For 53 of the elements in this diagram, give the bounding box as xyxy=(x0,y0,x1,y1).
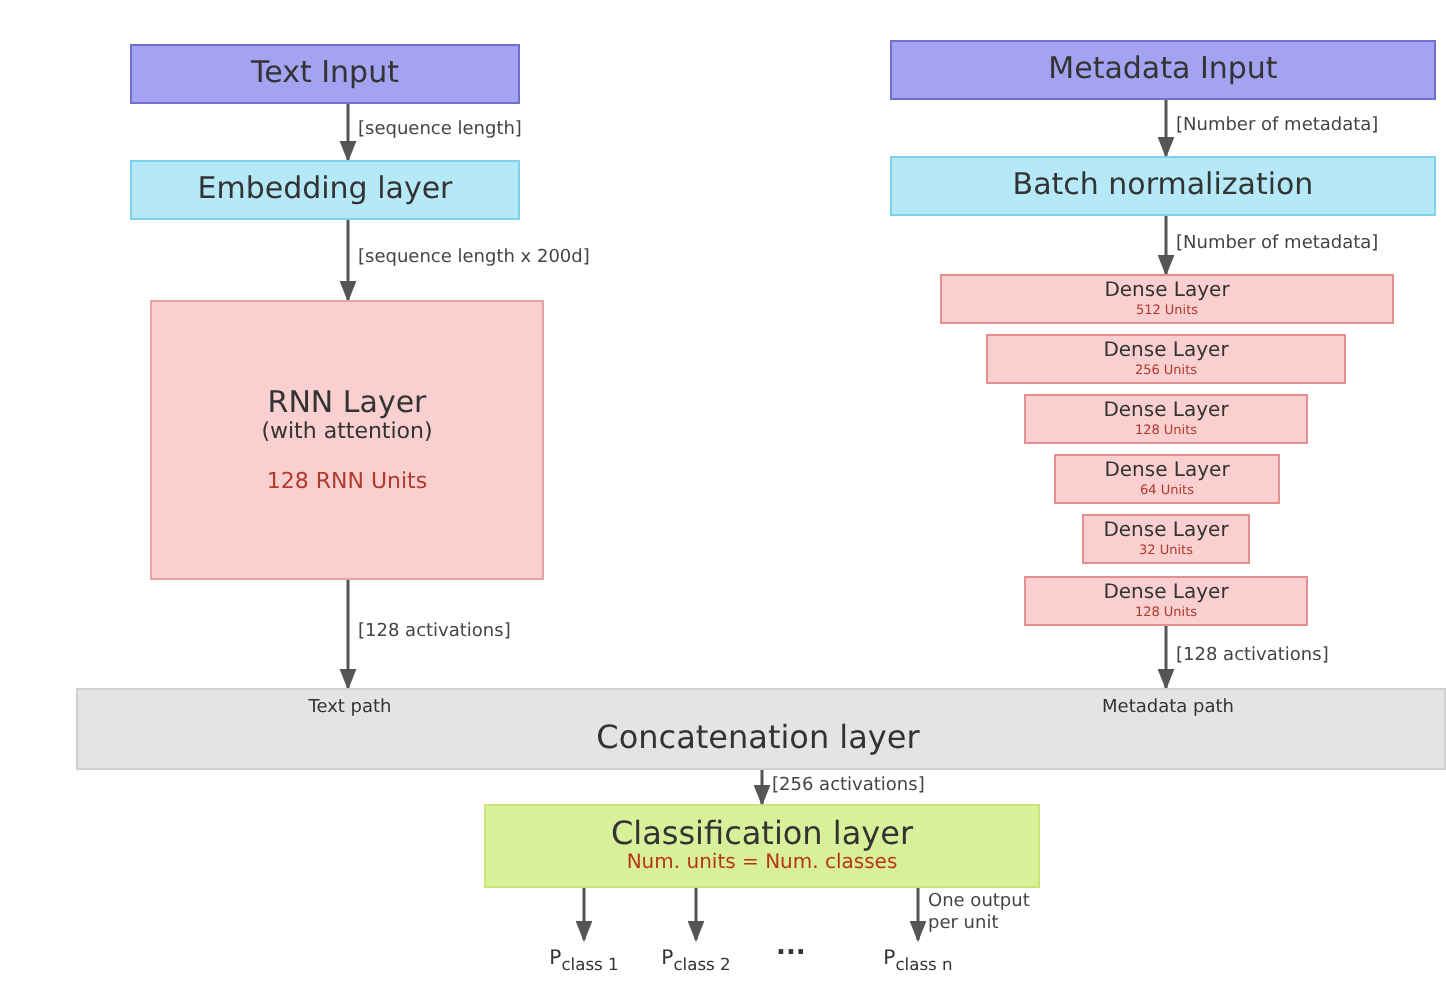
edge-label: [Number of metadata] xyxy=(1176,233,1379,255)
edge-label: [256 activations] xyxy=(772,775,925,797)
layer-box xyxy=(1024,576,1308,626)
layer-title: Dense Layer xyxy=(1104,460,1230,484)
layer-title: Dense Layer xyxy=(1103,340,1229,364)
arrow xyxy=(1157,216,1175,277)
layer-title: Batch normalization xyxy=(1012,168,1314,204)
probability-text: P$_{class 2}$ xyxy=(661,948,731,976)
arrow xyxy=(687,888,705,943)
probability-text: P$_{class n}$ xyxy=(883,948,953,976)
input-box xyxy=(130,44,520,104)
layer-title: Text Input xyxy=(251,56,399,92)
layer-box xyxy=(130,160,520,220)
layer-box xyxy=(1024,394,1308,444)
layer-title: Dense Layer xyxy=(1103,520,1229,544)
layer-detail: 128 RNN Units xyxy=(266,469,428,495)
arrow xyxy=(339,220,357,303)
layer-title: Classification layer xyxy=(610,816,914,853)
layer-text: Concatenation layer xyxy=(596,718,920,756)
arrow xyxy=(1157,626,1175,691)
edge-label: [128 activations] xyxy=(358,622,511,644)
layer-band xyxy=(76,688,1446,770)
layer-detail: (with attention) xyxy=(261,419,433,446)
layer-box xyxy=(1082,514,1250,564)
arrow xyxy=(909,888,927,943)
layer-title: Embedding layer xyxy=(197,172,453,208)
edge-label: [128 activations] xyxy=(1176,645,1329,667)
arrow xyxy=(575,888,593,943)
layer-box xyxy=(1054,454,1280,504)
arrow xyxy=(1157,100,1175,159)
ellipsis-text: ... xyxy=(776,932,806,962)
layer-title: Dense Layer xyxy=(1104,280,1230,304)
layer-box xyxy=(940,274,1394,324)
input-box xyxy=(890,40,1436,100)
layer-box xyxy=(150,300,544,580)
arrow xyxy=(339,104,357,163)
layer-title: Dense Layer xyxy=(1103,582,1229,606)
layer-text: Text path xyxy=(308,698,392,718)
layer-box xyxy=(986,334,1346,384)
layer-detail: Num. units = Num. classes xyxy=(626,852,898,876)
edge-label: [sequence length x 200d] xyxy=(358,248,590,270)
layer-title: RNN Layer xyxy=(267,385,427,420)
edge-label: [Number of metadata] xyxy=(1176,116,1379,138)
layer-text: Metadata path xyxy=(1102,698,1234,718)
arrow xyxy=(753,770,771,807)
probability-text: P$_{class 1}$ xyxy=(549,948,619,976)
layer-title: Dense Layer xyxy=(1103,400,1229,424)
edge-label: [sequence length] xyxy=(358,120,522,142)
edge-label: One output per unit xyxy=(928,892,1032,936)
layer-box xyxy=(890,156,1436,216)
arrow xyxy=(339,580,357,691)
layer-box xyxy=(484,804,1040,888)
layer-title: Metadata Input xyxy=(1048,52,1278,88)
